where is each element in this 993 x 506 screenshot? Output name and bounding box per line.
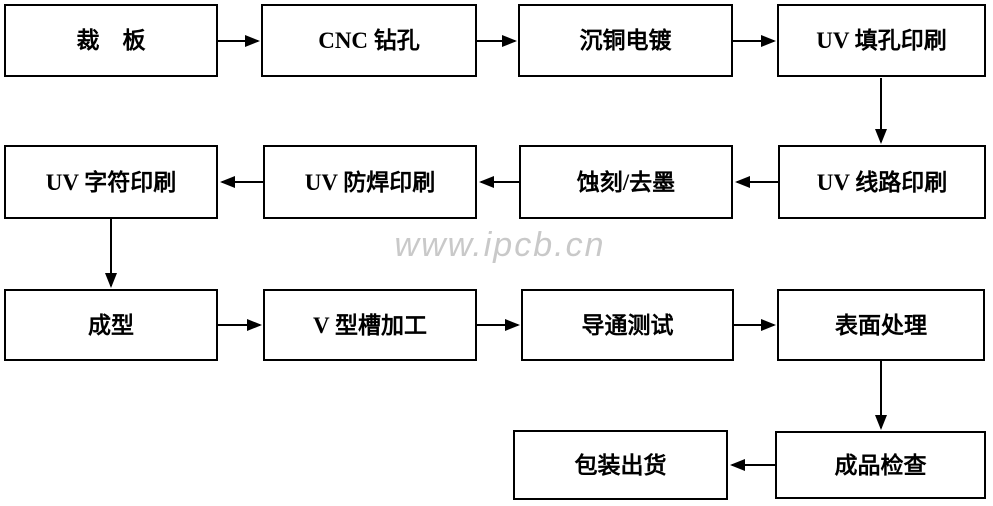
watermark-text: www.ipcb.cn: [394, 226, 606, 264]
flow-box-uv-solder-mask-printing: UV 防焊印刷: [263, 145, 477, 219]
flow-box-etching-ink-stripping: 蚀刻/去墨: [519, 145, 733, 219]
flow-box-uv-hole-fill-printing: UV 填孔印刷: [777, 4, 986, 77]
flow-box-surface-treatment: 表面处理: [777, 289, 985, 361]
flow-box-forming: 成型: [4, 289, 218, 361]
flow-box-uv-circuit-printing: UV 线路印刷: [778, 145, 986, 219]
flow-box-copper-deposition-plating: 沉铜电镀: [518, 4, 733, 77]
flow-box-cut-board: 裁 板: [4, 4, 218, 77]
flow-box-packing-shipment: 包装出货: [513, 430, 728, 500]
flow-box-v-groove-machining: V 型槽加工: [263, 289, 477, 361]
flow-box-cnc-drilling: CNC 钻孔: [261, 4, 477, 77]
flow-box-finished-inspection: 成品检查: [775, 431, 986, 499]
flow-box-continuity-test: 导通测试: [521, 289, 734, 361]
flow-box-uv-legend-printing: UV 字符印刷: [4, 145, 218, 219]
